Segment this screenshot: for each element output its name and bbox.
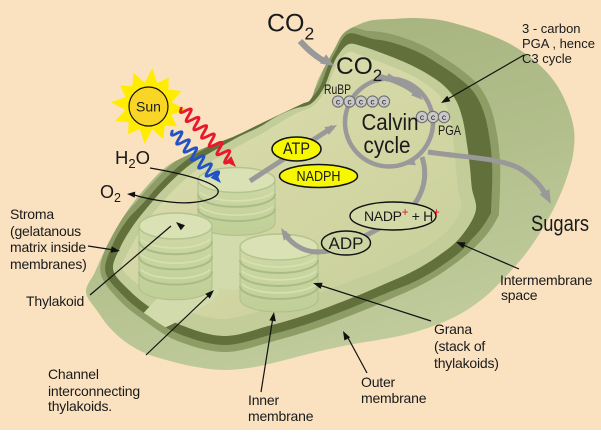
svg-text:Outer: Outer (361, 374, 396, 390)
svg-text:c: c (442, 112, 447, 122)
svg-text:C3 cycle: C3 cycle (522, 51, 572, 66)
svg-text:Stroma: Stroma (10, 206, 54, 222)
svg-text:Sun: Sun (136, 99, 161, 115)
svg-text:Calvin: Calvin (362, 109, 419, 135)
svg-text:c: c (382, 97, 387, 107)
svg-text:(stack of: (stack of (434, 338, 485, 354)
svg-text:NADP+ + H+: NADP+ + H+ (364, 207, 440, 224)
svg-text:c: c (431, 112, 436, 122)
svg-text:c: c (347, 97, 352, 107)
svg-text:Grana: Grana (434, 321, 472, 337)
svg-text:Inner: Inner (248, 392, 279, 408)
svg-text:space: space (501, 287, 538, 303)
svg-text:PGA , hence: PGA , hence (522, 36, 595, 51)
svg-text:thylakoids.: thylakoids. (48, 398, 112, 414)
svg-text:Thylakoid: Thylakoid (26, 293, 84, 309)
svg-text:membrane: membrane (361, 390, 427, 406)
svg-text:Intermembrane: Intermembrane (500, 272, 593, 288)
svg-text:c: c (359, 97, 364, 107)
svg-text:c: c (336, 97, 341, 107)
svg-text:cycle: cycle (364, 132, 411, 158)
svg-text:NADPH: NADPH (297, 168, 341, 185)
svg-text:Sugars: Sugars (531, 211, 589, 236)
svg-text:matrix inside: matrix inside (10, 239, 86, 255)
svg-text:membranes): membranes) (10, 256, 87, 272)
svg-text:RuBP: RuBP (324, 82, 351, 97)
svg-text:membrane: membrane (248, 408, 314, 424)
svg-text:3 - carbon: 3 - carbon (522, 21, 581, 36)
svg-text:c: c (370, 97, 375, 107)
svg-text:(gelatanous: (gelatanous (10, 223, 81, 239)
svg-text:thylakoids): thylakoids) (434, 355, 499, 371)
svg-text:ATP: ATP (283, 139, 310, 158)
svg-text:c: c (420, 112, 425, 122)
svg-text:PGA: PGA (438, 123, 461, 138)
svg-text:ADP: ADP (329, 234, 364, 253)
svg-text:Channel: Channel (48, 366, 99, 382)
svg-text:interconnecting: interconnecting (48, 383, 140, 399)
